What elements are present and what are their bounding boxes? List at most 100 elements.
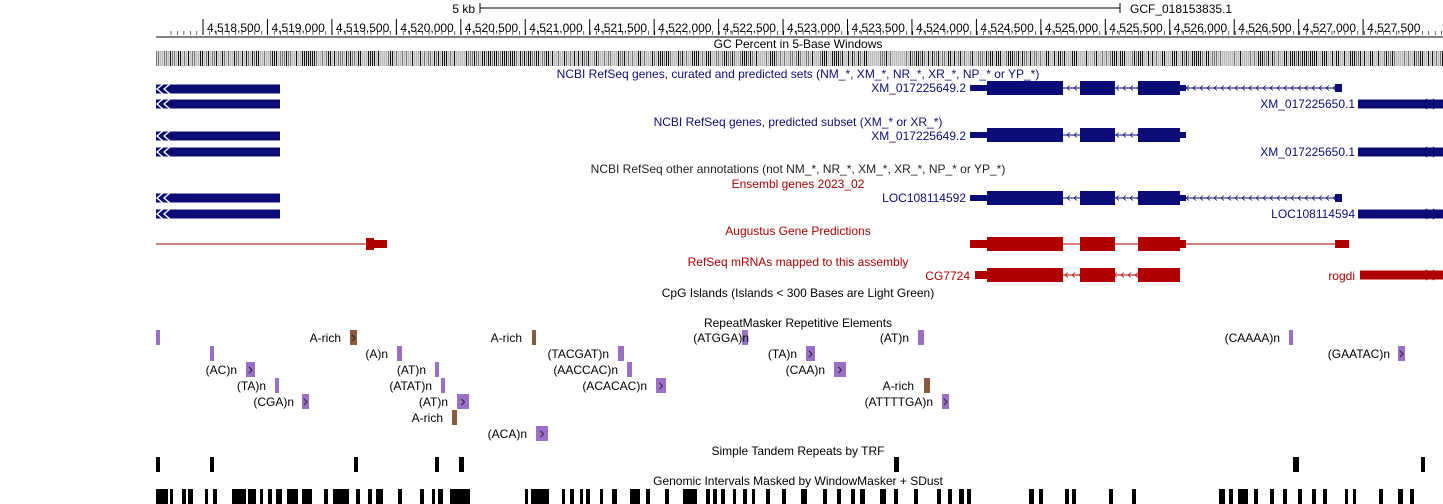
gc-percent-track[interactable] — [156, 51, 1443, 66]
track-title-windowmasker[interactable]: Genomic Intervals Masked by WindowMasker… — [653, 474, 943, 488]
windowmasker-interval[interactable] — [1323, 489, 1327, 504]
windowmasker-interval[interactable] — [531, 489, 549, 504]
windowmasker-interval[interactable] — [860, 489, 865, 504]
windowmasker-interval[interactable] — [398, 489, 402, 504]
repeat-element[interactable] — [742, 330, 748, 345]
repeat-label[interactable]: A-rich — [412, 411, 443, 425]
windowmasker-intervals[interactable] — [156, 489, 1414, 504]
windowmasker-interval[interactable] — [1065, 489, 1069, 504]
augustus-right-exon[interactable] — [1335, 240, 1349, 248]
windowmasker-interval[interactable] — [733, 489, 736, 504]
cg7724-exon[interactable] — [987, 268, 1063, 282]
trf-elements[interactable] — [156, 457, 1425, 472]
loc108114592-exon[interactable] — [987, 191, 1063, 205]
track-title-ncbi-other[interactable]: NCBI RefSeq other annotations (not NM_*,… — [591, 162, 1006, 176]
windowmasker-interval[interactable] — [260, 489, 263, 504]
windowmasker-interval[interactable] — [937, 489, 941, 504]
windowmasker-interval[interactable] — [188, 489, 193, 504]
repeat-label[interactable]: (AACCAC)n — [553, 363, 618, 377]
windowmasker-interval[interactable] — [967, 489, 971, 504]
repeat-label[interactable]: A-rich — [491, 331, 522, 345]
track-title-trf[interactable]: Simple Tandem Repeats by TRF — [712, 444, 885, 458]
xm-pred-017225650-1-exon[interactable] — [1358, 147, 1443, 157]
windowmasker-interval[interactable] — [1312, 489, 1316, 504]
trf-repeat[interactable] — [1293, 457, 1299, 472]
windowmasker-interval[interactable] — [801, 489, 807, 504]
windowmasker-interval[interactable] — [1109, 489, 1113, 504]
repeat-element[interactable] — [275, 378, 279, 393]
track-title-augustus[interactable]: Augustus Gene Predictions — [725, 224, 870, 238]
repeat-label[interactable]: (AT)n — [419, 395, 448, 409]
gene-label-xm-017225649-2-pred[interactable]: XM_017225649.2 — [871, 129, 966, 143]
windowmasker-interval[interactable] — [1229, 489, 1233, 504]
augustus-right-exon[interactable] — [1138, 237, 1180, 251]
loc108114592-exon[interactable] — [1138, 191, 1180, 205]
windowmasker-interval[interactable] — [894, 489, 898, 504]
xm-pred-017225649-2-exon[interactable] — [1138, 128, 1180, 142]
windowmasker-interval[interactable] — [851, 489, 855, 504]
windowmasker-interval[interactable] — [276, 489, 282, 504]
windowmasker-interval[interactable] — [1238, 489, 1248, 504]
windowmasker-interval[interactable] — [743, 489, 747, 504]
repeat-element[interactable] — [806, 346, 815, 361]
repeat-element[interactable] — [618, 346, 624, 361]
track-title-refseq-mrna[interactable]: RefSeq mRNAs mapped to this assembly — [688, 255, 909, 269]
windowmasker-interval[interactable] — [1029, 489, 1034, 504]
windowmasker-interval[interactable] — [713, 489, 717, 504]
gene-label-loc108114592[interactable]: LOC108114592 — [882, 191, 966, 205]
windowmasker-interval[interactable] — [368, 489, 372, 504]
windowmasker-interval[interactable] — [1398, 489, 1403, 504]
augustus-left-exon[interactable] — [374, 240, 387, 248]
windowmasker-interval[interactable] — [1132, 489, 1136, 504]
trf-repeat[interactable] — [156, 457, 160, 472]
xm-pred-017225649-2-exon[interactable] — [1080, 128, 1115, 142]
repeat-element[interactable] — [457, 394, 469, 409]
windowmasker-interval[interactable] — [248, 489, 256, 504]
windowmasker-interval[interactable] — [612, 489, 617, 504]
gene-label-xm-017225650-1-pred[interactable]: XM_017225650.1 — [1260, 145, 1355, 159]
repeat-label[interactable]: (TA)n — [237, 379, 266, 393]
gene-label-xm-017225650-1[interactable]: XM_017225650.1 — [1260, 97, 1355, 111]
repeat-element[interactable] — [156, 330, 160, 345]
repeat-label[interactable]: (CAAAA)n — [1225, 331, 1280, 345]
windowmasker-interval[interactable] — [766, 489, 770, 504]
windowmasker-interval[interactable] — [646, 489, 650, 504]
windowmasker-interval[interactable] — [1039, 489, 1043, 504]
rogdi-exon[interactable] — [1360, 270, 1443, 280]
ncbi-all-gene-models[interactable] — [155, 81, 1443, 110]
windowmasker-interval[interactable] — [914, 489, 918, 504]
windowmasker-interval[interactable] — [1283, 489, 1287, 504]
repeat-element[interactable] — [397, 346, 402, 361]
gene-label-loc108114594[interactable]: LOC108114594 — [1271, 207, 1355, 221]
windowmasker-interval[interactable] — [182, 489, 186, 504]
track-title-ncbi-predicted[interactable]: NCBI RefSeq genes, predicted subset (XM_… — [654, 115, 943, 129]
windowmasker-interval[interactable] — [432, 489, 435, 504]
repeat-label[interactable]: A-rich — [883, 379, 914, 393]
repeat-element[interactable] — [834, 362, 846, 377]
xm-017225649-2-exon[interactable] — [987, 81, 1063, 95]
repeat-element[interactable] — [924, 378, 930, 393]
repeat-element[interactable] — [210, 346, 214, 361]
windowmasker-interval[interactable] — [170, 489, 173, 504]
windowmasker-interval[interactable] — [752, 489, 755, 504]
repeat-label[interactable]: (AC)n — [206, 363, 237, 377]
repeat-label[interactable]: (AT)n — [397, 363, 426, 377]
repeat-element[interactable] — [656, 378, 666, 393]
windowmasker-interval[interactable] — [1379, 489, 1383, 504]
windowmasker-interval[interactable] — [302, 489, 312, 504]
repeat-label[interactable]: (TA)n — [768, 347, 797, 361]
repeat-label[interactable]: (ACACAC)n — [582, 379, 647, 393]
repeat-element[interactable] — [627, 362, 632, 377]
windowmasker-interval[interactable] — [268, 489, 272, 504]
loc108114592-exon[interactable] — [1180, 195, 1186, 201]
xm-pred-left-b-exon[interactable] — [156, 147, 280, 157]
windowmasker-interval[interactable] — [630, 489, 640, 504]
windowmasker-interval[interactable] — [438, 489, 443, 504]
xm-017225649-2-exon[interactable] — [970, 85, 987, 91]
windowmasker-interval[interactable] — [665, 489, 669, 504]
trf-repeat[interactable] — [210, 457, 214, 472]
refseq-mrna-models[interactable] — [975, 268, 1443, 282]
augustus-right-exon[interactable] — [1180, 240, 1186, 248]
repeat-label[interactable]: (CAA)n — [786, 363, 825, 377]
ens-left-b-exon[interactable] — [156, 209, 280, 219]
